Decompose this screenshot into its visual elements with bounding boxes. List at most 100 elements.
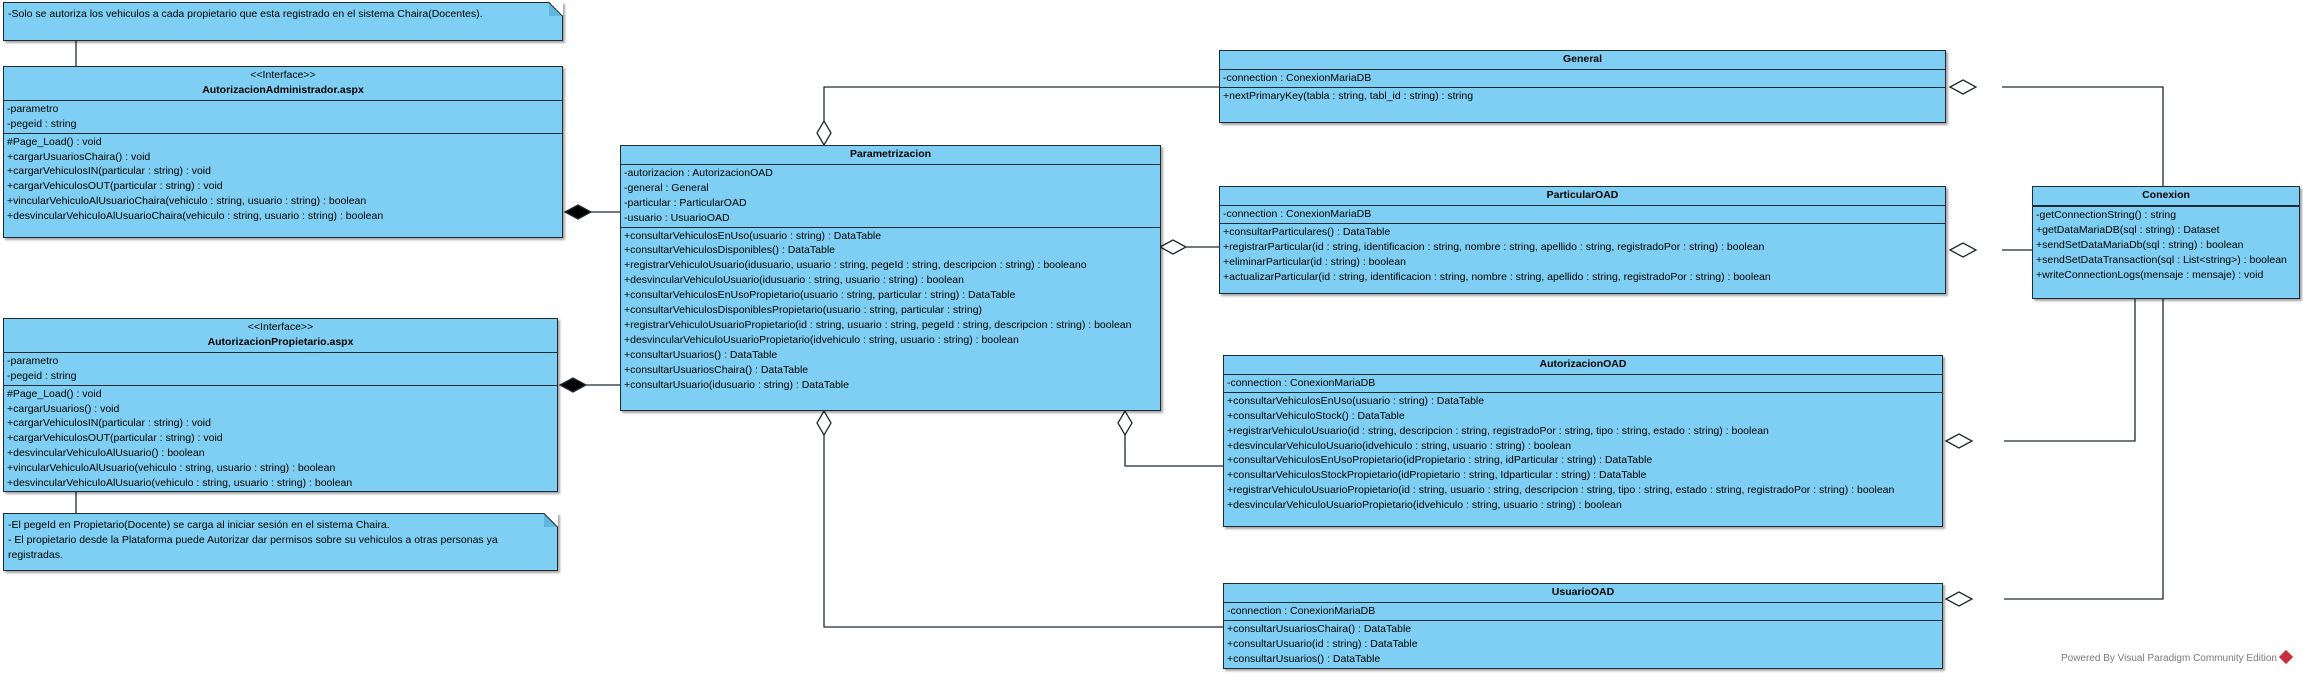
class-general[interactable]: General -connection : ConexionMariaDB +n… <box>1219 50 1946 123</box>
attribute: -autorizacion : AutorizacionOAD <box>624 166 773 179</box>
note-fold-corner <box>549 2 563 16</box>
attributes-section: -connection : ConexionMariaDB <box>1224 603 1942 621</box>
operation: +vincularVehiculoAlUsuarioChaira(vehicul… <box>7 195 367 208</box>
aggregation-diamond-conexion-usuario <box>1944 591 1974 607</box>
stereotype: <<Interface>> <box>247 321 314 333</box>
operations-section: +consultarVehiculosEnUso(usuario : strin… <box>1224 393 1942 514</box>
attributes-section: -connection : ConexionMariaDB <box>1220 206 1945 224</box>
composition-diamond-propietario <box>558 377 588 393</box>
aggregation-diamond-conexion-general <box>1948 79 1978 95</box>
attributes-section: -autorizacion : AutorizacionOAD -general… <box>621 165 1160 228</box>
operation: +eliminarParticular(id : string) : boole… <box>1223 255 1406 268</box>
operation: +consultarUsuarios() : DataTable <box>624 348 778 361</box>
class-name: AutorizacionOAD <box>1539 358 1627 370</box>
attribute: -connection : ConexionMariaDB <box>1223 207 1372 220</box>
note-top: -Solo se autoriza los vehiculos a cada p… <box>3 2 563 41</box>
attribute: -particular : ParticularOAD <box>624 196 747 209</box>
class-autorizacion-oad[interactable]: AutorizacionOAD -connection : ConexionMa… <box>1223 355 1943 527</box>
note-fold-corner <box>544 513 558 527</box>
operation: +consultarUsuarios() : DataTable <box>1227 652 1381 665</box>
aggregation-conexion-general <box>2002 86 2164 186</box>
aggregation-diamond-usuario <box>816 409 832 437</box>
footer-watermark: Powered By Visual Paradigm Community Edi… <box>2060 649 2294 665</box>
class-name: AutorizacionPropietario.aspx <box>207 335 354 348</box>
operation: -getConnectionString() : string <box>2036 208 2177 221</box>
operation: +desvincularVehiculoAlUsuario() : boolea… <box>7 447 205 460</box>
operation: +consultarUsuario(id : string) : DataTab… <box>1227 637 1418 650</box>
aggregation-diamond-conexion-autorizacion <box>1944 433 1974 449</box>
class-header: Conexion <box>2033 187 2299 206</box>
note-bottom-line: -El pegeId en Propietario(Docente) se ca… <box>8 519 390 531</box>
operations-section: +nextPrimaryKey(tabla : string, tabl_id … <box>1220 88 1945 105</box>
operation: +desvincularVehiculoAlUsuario(vehiculo :… <box>7 477 353 490</box>
operation: +desvincularVehiculoUsuarioPropietario(i… <box>1227 499 1622 512</box>
operations-section: +consultarVehiculosEnUso(usuario : strin… <box>621 228 1160 394</box>
operation: +desvincularVehiculoUsuario(idvehiculo :… <box>1227 439 1572 452</box>
attributes-section: -parametro -pegeid : string <box>4 353 557 386</box>
operation: +consultarUsuario(idusuario : string) : … <box>624 378 849 391</box>
operation: +consultarVehiculosEnUso(usuario : strin… <box>624 229 882 242</box>
operation: +consultarParticulares() : DataTable <box>1223 225 1391 238</box>
operation: +registrarVehiculoUsuarioPropietario(id … <box>624 318 1132 331</box>
operations-section: -getConnectionString() : string +getData… <box>2033 207 2299 284</box>
aggregation-general-parametrizacion <box>823 86 1219 145</box>
operation: +writeConnectionLogs(mensaje : mensaje) … <box>2036 268 2264 281</box>
operation: +cargarVehiculosIN(particular : string) … <box>7 417 211 430</box>
operation: +consultarVehiculosDisponiblesPropietari… <box>624 304 983 317</box>
class-header: UsuarioOAD <box>1224 584 1942 603</box>
class-autorizacion-propietario[interactable]: <<Interface>> AutorizacionPropietario.as… <box>3 318 558 492</box>
attribute: -pegeid : string <box>7 117 77 130</box>
operation: +registrarVehiculoUsuario(id : string, d… <box>1227 424 1769 437</box>
class-name: ParticularOAD <box>1546 189 1619 201</box>
class-name: General <box>1562 53 1603 65</box>
class-name: AutorizacionAdministrador.aspx <box>202 83 364 96</box>
operation: +actualizarParticular(id : string, ident… <box>1223 270 1771 283</box>
operation: +cargarUsuariosChaira() : void <box>7 150 151 163</box>
operation: +cargarVehiculosOUT(particular : string)… <box>7 432 223 445</box>
class-name: Parametrizacion <box>849 148 932 160</box>
operations-section: #Page_Load() : void +cargarUsuarios() : … <box>4 386 557 492</box>
composition-diamond-admin <box>563 204 593 220</box>
operation: +getDataMariaDB(sql : string) : Dataset <box>2036 223 2220 236</box>
stereotype: <<Interface>> <box>250 69 316 81</box>
operations-section: #Page_Load() : void +cargarUsuariosChair… <box>4 134 562 225</box>
aggregation-autorizacion-parametrizacion <box>1124 435 1223 467</box>
attribute: -parametro <box>7 354 59 367</box>
operation: +consultarVehiculosStockPropietario(idPr… <box>1227 469 1647 482</box>
operation: +cargarUsuarios() : void <box>7 402 120 415</box>
note-bottom: -El pegeId en Propietario(Docente) se ca… <box>3 513 558 571</box>
class-header: Parametrizacion <box>621 146 1160 165</box>
class-parametrizacion[interactable]: Parametrizacion -autorizacion : Autoriza… <box>620 145 1161 411</box>
attributes-section: -connection : ConexionMariaDB <box>1220 70 1945 88</box>
attribute: -usuario : UsuarioOAD <box>624 211 730 224</box>
attribute: -connection : ConexionMariaDB <box>1223 71 1372 84</box>
class-particular-oad[interactable]: ParticularOAD -connection : ConexionMari… <box>1219 186 1946 294</box>
operation: +registrarParticular(id : string, identi… <box>1223 240 1765 253</box>
operation: +cargarVehiculosIN(particular : string) … <box>7 165 211 178</box>
operation: +consultarUsuariosChaira() : DataTable <box>1227 622 1412 635</box>
operation: +cargarVehiculosOUT(particular : string)… <box>7 180 223 193</box>
attribute: -connection : ConexionMariaDB <box>1227 604 1376 617</box>
class-usuario-oad[interactable]: UsuarioOAD -connection : ConexionMariaDB… <box>1223 583 1943 669</box>
operation: +consultarVehiculosEnUsoPropietario(usua… <box>624 289 1016 302</box>
attribute: -connection : ConexionMariaDB <box>1227 376 1376 389</box>
footer-text: Powered By Visual Paradigm Community Edi… <box>2060 653 2277 664</box>
operation: +desvincularVehiculoUsuario(idusuario : … <box>624 274 964 287</box>
class-conexion[interactable]: Conexion -getConnectionString() : string… <box>2032 186 2300 299</box>
operation: +consultarUsuariosChaira() : DataTable <box>624 363 809 376</box>
operation: +consultarVehiculosEnUso(usuario : strin… <box>1227 394 1485 407</box>
aggregation-conexion-usuario <box>2004 299 2164 600</box>
visual-paradigm-logo-icon <box>2278 649 2294 665</box>
attributes-section: -parametro -pegeid : string <box>4 101 562 134</box>
class-header: ParticularOAD <box>1220 187 1945 206</box>
operation: +vincularVehiculoAlUsuario(vehiculo : st… <box>7 462 336 475</box>
note-bottom-line: registradas. <box>8 548 63 561</box>
note-bottom-line: - El propietario desde la Plataforma pue… <box>8 533 498 546</box>
aggregation-diamond-autorizacion <box>1117 409 1133 437</box>
class-autorizacion-administrador[interactable]: <<Interface>> AutorizacionAdministrador.… <box>3 66 563 238</box>
operation: #Page_Load() : void <box>7 135 102 148</box>
operations-section: +consultarUsuariosChaira() : DataTable +… <box>1224 621 1942 668</box>
operation: +consultarVehiculoStock() : DataTable <box>1227 409 1405 422</box>
class-name: UsuarioOAD <box>1551 586 1615 598</box>
